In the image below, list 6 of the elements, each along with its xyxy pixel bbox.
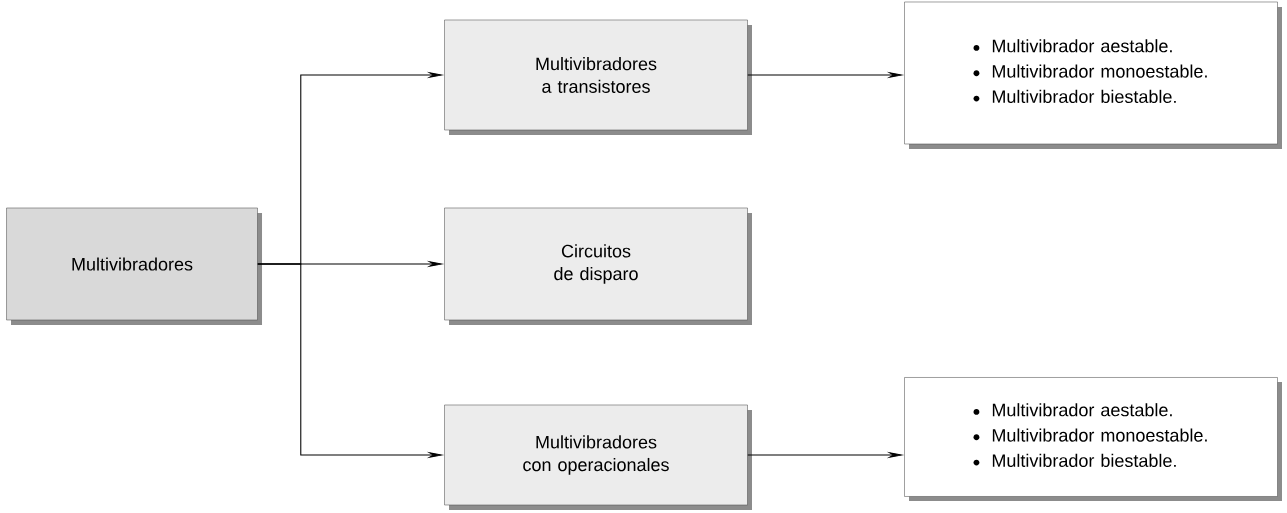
process-box: Multivibradores a transistores xyxy=(444,19,752,135)
process-box: Circuitos de disparo xyxy=(444,207,752,325)
process-box: Multivibradores xyxy=(6,207,262,325)
list-box: Multivibrador aestable. Multivibrador monoestable. Multivibrador biestable. xyxy=(904,377,1282,501)
process-box: Multivibradores con operacionales xyxy=(444,404,752,510)
list-box: Multivibrador aestable. Multivibrador monoestable. Multivibrador biestable. xyxy=(904,1,1282,149)
